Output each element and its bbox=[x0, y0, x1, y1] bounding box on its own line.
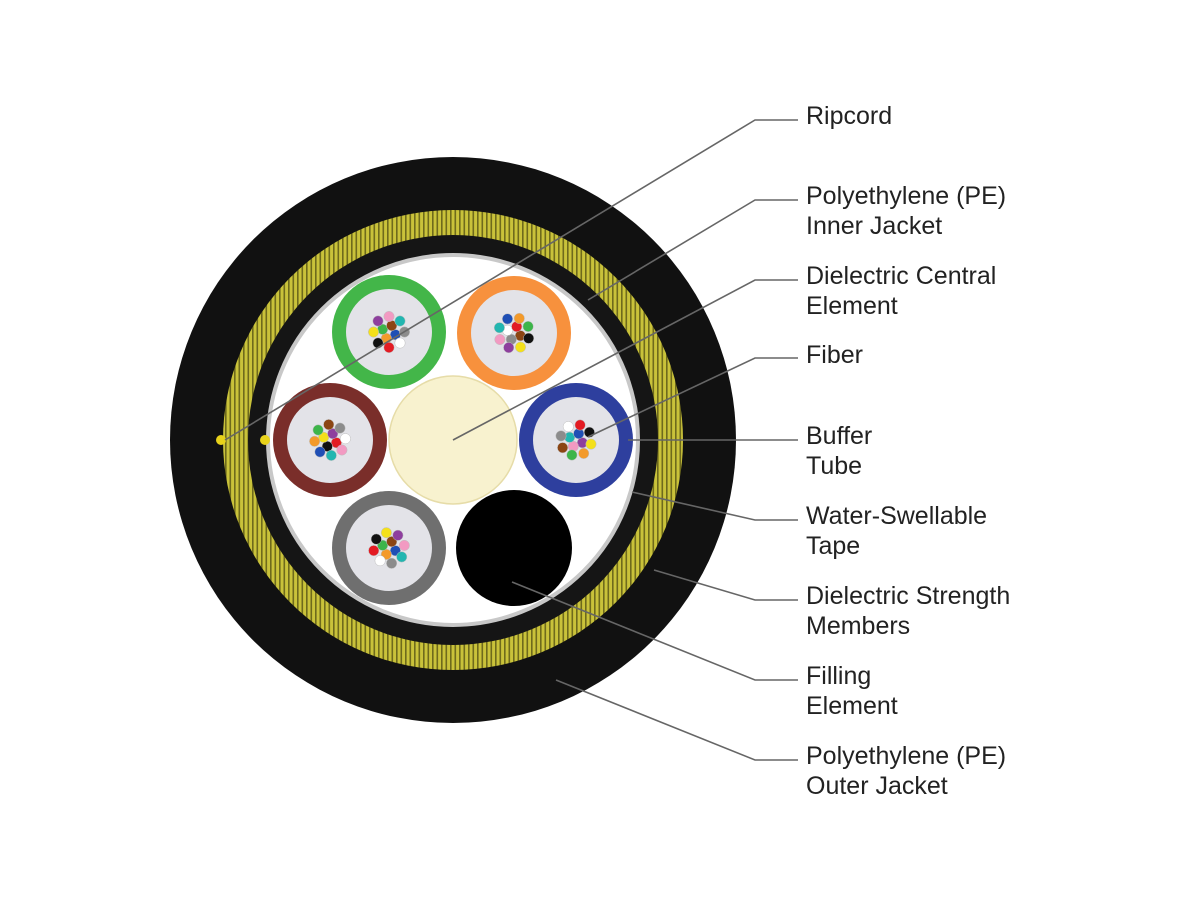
fiber-strand bbox=[392, 529, 404, 541]
label-central-element: Dielectric Central Element bbox=[806, 262, 997, 320]
tube-interior bbox=[346, 289, 432, 375]
fiber-strand bbox=[372, 315, 384, 327]
fiber-strand bbox=[522, 321, 534, 332]
tube-interior bbox=[471, 290, 557, 376]
label-buffer-tube: Buffer Tube bbox=[806, 422, 873, 480]
fiber-strand bbox=[503, 342, 515, 354]
fiber-strand bbox=[383, 342, 395, 353]
fiber-strand bbox=[334, 422, 346, 434]
buffer-tube-blue bbox=[519, 383, 633, 497]
label-fiber: Fiber bbox=[806, 341, 863, 369]
fiber-strand bbox=[374, 555, 386, 567]
fiber-strand bbox=[513, 312, 525, 324]
fiber-strand bbox=[523, 332, 535, 344]
fiber-strand bbox=[370, 533, 382, 545]
filling-element-circle bbox=[456, 490, 572, 606]
fiber-strand bbox=[380, 527, 392, 539]
label-filling-element: Filling Element bbox=[806, 662, 898, 720]
fiber-strand bbox=[555, 430, 567, 442]
tube-interior bbox=[346, 505, 432, 591]
fiber-strand bbox=[368, 545, 380, 557]
fiber-strand bbox=[325, 449, 337, 461]
leader-line bbox=[653, 569, 798, 601]
label-strength-members: Dielectric Strength Members bbox=[806, 582, 1011, 640]
fiber-strand bbox=[323, 419, 335, 431]
fiber-strand bbox=[578, 447, 590, 459]
buffer-tube-green bbox=[332, 275, 446, 389]
fiber-strand bbox=[339, 433, 351, 445]
label-water-tape: Water-Swellable Tape bbox=[806, 502, 988, 560]
fiber-strand bbox=[566, 449, 578, 461]
buffer-tube-orange bbox=[457, 276, 571, 390]
fiber-strand bbox=[314, 446, 326, 458]
buffer-tube-brown bbox=[273, 383, 387, 497]
fiber-strand bbox=[585, 438, 597, 450]
label-ripcord: Ripcord bbox=[806, 102, 893, 130]
fiber-strand bbox=[502, 313, 513, 325]
leader-line bbox=[452, 279, 798, 441]
fiber-strand bbox=[574, 419, 586, 431]
fiber-strand bbox=[394, 315, 406, 327]
label-outer-jacket: Polyethylene (PE) Outer Jacket bbox=[806, 742, 1007, 800]
fiber-strand bbox=[368, 326, 379, 338]
fiber-strand bbox=[557, 442, 569, 454]
leader-line bbox=[631, 491, 798, 521]
tube-interior bbox=[287, 397, 373, 483]
leader-line bbox=[587, 199, 798, 301]
fiber-strand bbox=[394, 337, 406, 349]
fiber-strand bbox=[494, 334, 506, 345]
ripcord-marker bbox=[216, 435, 226, 445]
fiber-strand bbox=[562, 421, 574, 433]
fiber-strand bbox=[312, 424, 324, 436]
fiber-strand bbox=[493, 322, 505, 334]
fiber-strand bbox=[396, 551, 408, 563]
fiber-strand bbox=[327, 428, 339, 440]
label-inner-jacket: Polyethylene (PE) Inner Jacket bbox=[806, 182, 1007, 240]
buffer-tube-gray bbox=[332, 491, 446, 605]
tube-interior bbox=[533, 397, 619, 483]
fiber-strand bbox=[515, 341, 526, 353]
fiber-strand bbox=[383, 311, 395, 322]
fiber-strand bbox=[372, 337, 384, 349]
fiber-strand bbox=[309, 435, 321, 447]
leader-line bbox=[511, 581, 798, 681]
leader-line bbox=[587, 357, 798, 438]
fiber-strand bbox=[398, 539, 410, 551]
ripcord-marker bbox=[260, 435, 270, 445]
leader-line bbox=[555, 679, 798, 761]
fiber-strand bbox=[386, 557, 398, 569]
fiber-strand bbox=[336, 444, 348, 456]
leader-line bbox=[224, 119, 798, 441]
